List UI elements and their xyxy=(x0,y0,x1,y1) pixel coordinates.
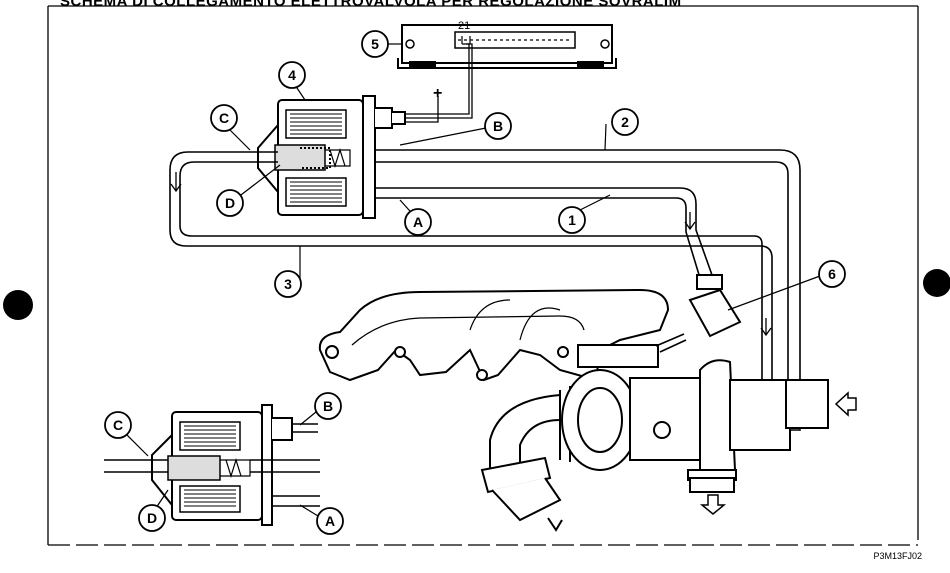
callout-c xyxy=(210,104,238,132)
callout-label-c: C xyxy=(219,110,229,126)
connector-pin-number: 21 xyxy=(458,20,470,32)
callout-a xyxy=(404,208,432,236)
exhaust-downpipe xyxy=(480,393,563,532)
leader-lines xyxy=(229,43,821,311)
callout-label-6: 6 xyxy=(828,266,836,282)
callout-label-4: 4 xyxy=(288,67,296,83)
pipe-network xyxy=(169,149,801,431)
callout-label-5: 5 xyxy=(371,36,379,52)
diagram-header: SCHEMA DI COLLEGAMENTO ELETTROVALVOLA PE… xyxy=(60,0,682,10)
callout-6 xyxy=(818,260,846,288)
callout-1 xyxy=(558,206,586,234)
plus-terminal: + xyxy=(433,85,442,102)
callouts xyxy=(210,30,846,298)
binder-hole-left xyxy=(3,290,33,320)
inset-leaders xyxy=(125,411,319,517)
callout-label-3: 3 xyxy=(284,276,292,292)
inlet-arrow xyxy=(834,391,857,417)
callout-b xyxy=(484,112,512,140)
callout-label-d: D xyxy=(225,195,235,211)
frame xyxy=(47,5,919,546)
callout-3 xyxy=(274,270,302,298)
inset-label-a: A xyxy=(325,513,335,529)
wastegate-actuator xyxy=(655,274,742,353)
callout-label-b: B xyxy=(493,118,503,134)
solenoid-detail-inset xyxy=(104,404,320,526)
inset-callout-labels: C B D A xyxy=(113,398,335,529)
callout-4 xyxy=(278,61,306,89)
turbocharger xyxy=(559,344,829,493)
inset-label-b: B xyxy=(323,398,333,414)
outlet-arrow xyxy=(699,494,727,515)
binder-hole-right xyxy=(923,269,950,297)
callout-2 xyxy=(611,108,639,136)
inset-callouts xyxy=(104,392,344,535)
callout-labels: 5 4 C D B 2 A 1 3 6 xyxy=(219,36,836,292)
callout-5 xyxy=(361,30,389,58)
callout-label-a: A xyxy=(413,214,423,230)
inset-label-d: D xyxy=(147,510,157,526)
solenoid-valve xyxy=(257,95,406,219)
ecu-unit xyxy=(397,24,617,69)
callout-d xyxy=(216,189,244,217)
callout-label-1: 1 xyxy=(568,212,576,228)
callout-label-2: 2 xyxy=(621,114,629,130)
inset-label-c: C xyxy=(113,417,123,433)
figure-code: P3M13FJ02 xyxy=(873,551,922,561)
solenoid-wiring xyxy=(404,43,473,123)
